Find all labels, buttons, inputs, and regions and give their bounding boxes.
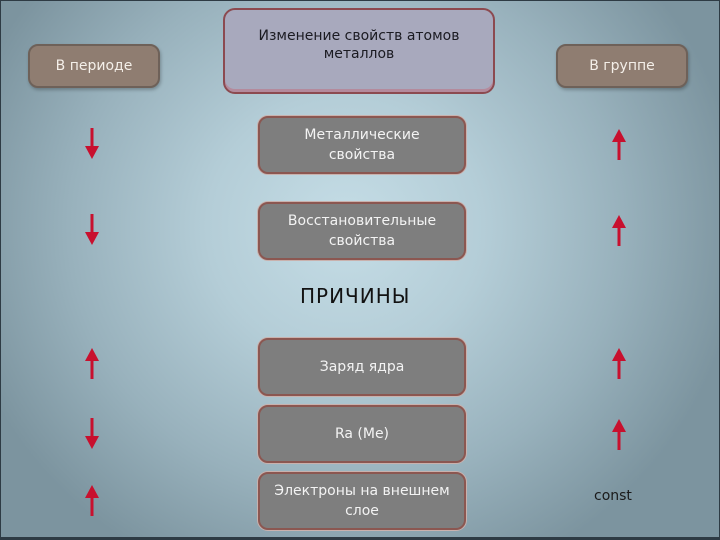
arrow-up-icon [85,348,99,379]
arrow-down-icon [85,418,99,449]
property-metallic-label: Металлические свойства [304,127,420,163]
title-label: Изменение свойств атомов металлов [258,28,460,62]
header-group-label: В группе [589,58,655,74]
arrow-up-icon [612,215,626,246]
arrow-up-icon [612,129,626,160]
reason-atomic-radius-label: Ra (Me) [334,426,390,442]
slide-bottom-edge [0,537,720,540]
header-group: В группе [556,44,688,88]
reason-atomic-radius: Ra (Me) [258,405,466,463]
property-reducing: Восстановительные свойства [258,202,466,260]
title-box: Изменение свойств атомов металлов [223,8,495,94]
arrow-down-icon [85,214,99,245]
arrow-up-icon [612,348,626,379]
header-period: В периоде [28,44,160,88]
reason-outer-electrons: Электроны на внешнем слое [258,472,466,530]
arrow-up-icon [85,485,99,516]
arrow-up-icon [612,419,626,450]
reasons-heading: ПРИЧИНЫ [300,284,411,308]
group-const-label: const [594,488,632,504]
reason-nuclear-charge: Заряд ядра [258,338,466,396]
property-metallic: Металлические свойства [258,116,466,174]
reason-nuclear-charge-label: Заряд ядра [319,359,405,375]
reason-outer-electrons-label: Электроны на внешнем слое [274,483,450,519]
property-reducing-label: Восстановительные свойства [287,213,437,249]
arrow-down-icon [85,128,99,159]
header-period-label: В периоде [55,58,133,74]
